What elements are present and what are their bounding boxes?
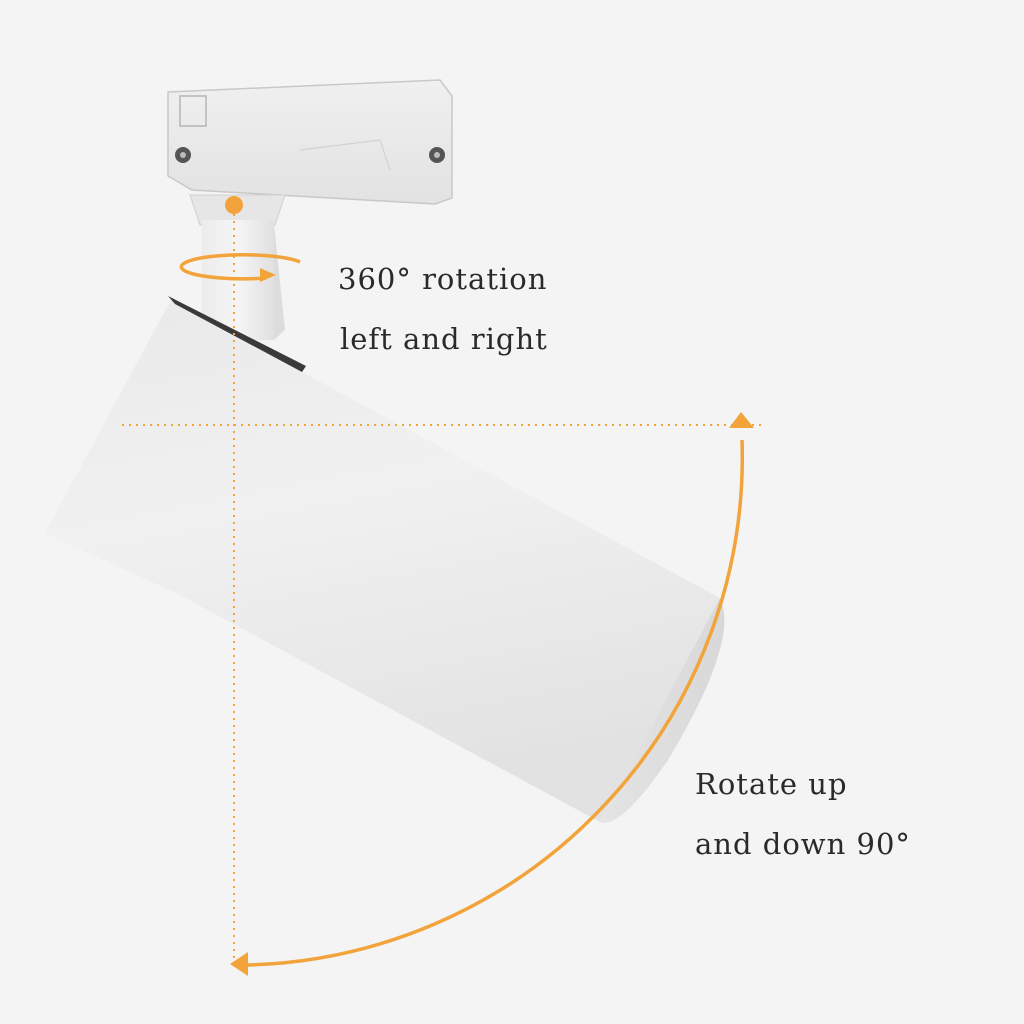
rotation-caption-line1: 360° rotation: [338, 262, 548, 296]
rotation-caption-line2: left and right: [340, 322, 548, 356]
pivot-point-marker: [225, 196, 243, 214]
horizontal-rotation-arrow: [179, 253, 301, 282]
track-adapter: [167, 79, 453, 205]
arc-arrowhead-left: [230, 952, 248, 976]
vertical-rotation-arc: [230, 412, 754, 976]
lamp-cylinder: [45, 296, 725, 823]
tilt-caption-line1: Rotate up: [695, 767, 848, 801]
arc-arrowhead-up: [729, 412, 754, 428]
tilt-caption-line2: and down 90°: [695, 827, 911, 861]
